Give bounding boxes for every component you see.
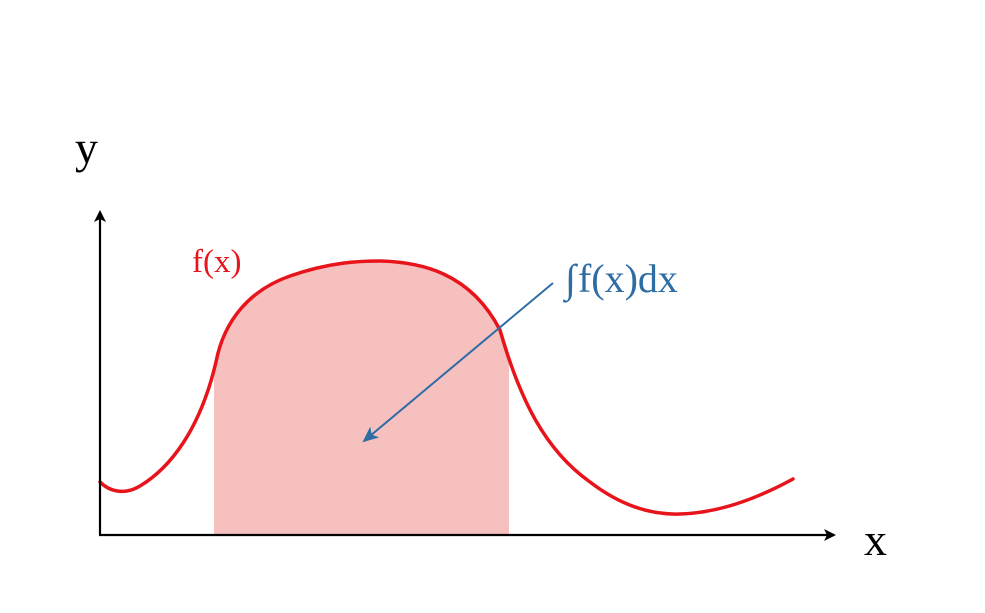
integral-label: ∫f(x)dx	[562, 256, 678, 303]
x-axis-label: x	[864, 514, 887, 565]
annotation-arrow	[362, 282, 554, 443]
integral-symbol: ∫	[562, 256, 579, 303]
y-axis-label: y	[75, 122, 98, 173]
function-label: f(x)	[192, 244, 241, 280]
function-curve	[98, 259, 795, 516]
integral-expression: f(x)dx	[578, 256, 678, 301]
integral-shaded-area	[214, 261, 509, 535]
